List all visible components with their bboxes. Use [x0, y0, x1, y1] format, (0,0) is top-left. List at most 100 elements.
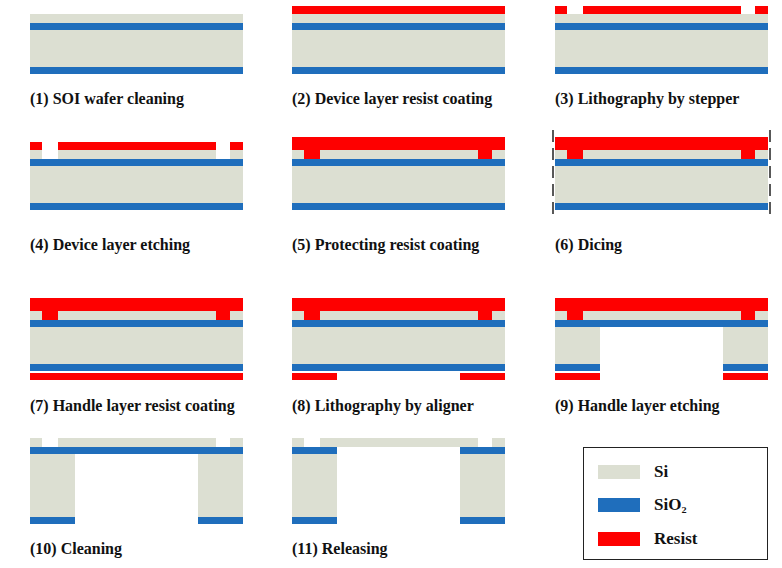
device-layer — [555, 150, 567, 159]
dicing-line — [552, 130, 554, 216]
device-layer — [320, 438, 478, 447]
bottom-oxide — [292, 364, 505, 371]
protect-resist — [567, 311, 583, 320]
step-caption: (2) Device layer resist coating — [292, 90, 492, 108]
handle-layer — [30, 454, 75, 517]
buried-oxide — [292, 159, 505, 166]
device-layer — [320, 311, 478, 320]
protect-resist — [741, 150, 755, 159]
handle-layer — [198, 454, 243, 517]
protect-resist — [30, 298, 243, 311]
bottom-oxide — [198, 517, 243, 524]
step-caption: (8) Lithography by aligner — [292, 397, 474, 415]
dicing-line — [769, 130, 771, 216]
device-layer — [58, 311, 216, 320]
legend-text: Resist — [654, 529, 697, 549]
device-layer — [58, 150, 216, 159]
buried-oxide — [292, 320, 505, 327]
bottom-resist — [723, 373, 768, 380]
buried-oxide — [555, 159, 768, 166]
protect-resist — [478, 150, 492, 159]
legend-text: Si — [654, 462, 668, 482]
device-layer — [492, 311, 505, 320]
device-layer — [30, 150, 42, 159]
bottom-oxide — [30, 203, 243, 210]
bottom-oxide — [30, 364, 243, 371]
step-caption: (4) Device layer etching — [30, 236, 190, 254]
bottom-oxide — [723, 364, 768, 371]
device-layer — [583, 311, 741, 320]
step-caption: (9) Handle layer etching — [555, 397, 720, 415]
buried-oxide — [30, 447, 243, 454]
top-resist — [555, 6, 567, 14]
bottom-oxide — [555, 67, 768, 74]
bottom-oxide — [555, 364, 600, 371]
step-caption: (6) Dicing — [555, 236, 622, 254]
protect-resist — [567, 150, 583, 159]
top-resist — [230, 142, 243, 150]
legend-swatch — [598, 498, 640, 512]
device-layer — [755, 311, 768, 320]
legend-swatch — [598, 532, 640, 546]
handle-layer — [30, 327, 243, 364]
protect-resist — [478, 311, 492, 320]
top-resist — [58, 142, 216, 150]
protect-resist — [304, 311, 320, 320]
protect-resist — [292, 298, 505, 311]
device-layer — [555, 311, 567, 320]
buried-oxide — [30, 320, 243, 327]
handle-layer — [555, 30, 768, 67]
handle-layer — [30, 30, 243, 67]
device-layer — [30, 438, 42, 447]
top-resist — [755, 6, 768, 14]
top-resist — [30, 142, 42, 150]
buried-oxide — [555, 23, 768, 30]
bottom-oxide — [30, 67, 243, 74]
protect-resist — [304, 150, 320, 159]
protect-resist — [555, 298, 768, 311]
device-layer — [292, 438, 304, 447]
top-resist — [583, 6, 741, 14]
legend-swatch — [598, 465, 640, 479]
device-layer — [492, 150, 505, 159]
legend-row: Si — [598, 462, 668, 482]
bottom-oxide — [555, 203, 768, 210]
protect-resist — [555, 137, 768, 150]
device-layer — [583, 150, 741, 159]
device-layer — [58, 438, 216, 447]
device-layer — [230, 150, 243, 159]
buried-oxide — [460, 447, 505, 454]
bottom-oxide — [292, 203, 505, 210]
step-caption: (1) SOI wafer cleaning — [30, 90, 184, 108]
handle-layer — [30, 166, 243, 203]
bottom-resist — [30, 373, 243, 380]
buried-oxide — [30, 159, 243, 166]
device-layer — [30, 311, 42, 320]
buried-oxide — [30, 23, 243, 30]
bottom-resist — [292, 373, 337, 380]
step-caption: (10) Cleaning — [30, 540, 122, 558]
handle-layer — [555, 166, 768, 203]
device-layer — [492, 438, 505, 447]
handle-layer — [292, 327, 505, 364]
step-caption: (5) Protecting resist coating — [292, 236, 479, 254]
top-resist — [292, 6, 505, 14]
handle-layer — [723, 327, 768, 364]
bottom-oxide — [292, 517, 337, 524]
legend-box: SiSiO₂Resist — [583, 447, 768, 560]
step-caption: (3) Lithography by stepper — [555, 90, 739, 108]
bottom-oxide — [30, 517, 75, 524]
handle-layer — [460, 454, 505, 517]
protect-resist — [42, 311, 58, 320]
handle-layer — [292, 30, 505, 67]
buried-oxide — [292, 23, 505, 30]
legend-row: Resist — [598, 529, 697, 549]
bottom-resist — [460, 373, 505, 380]
step-caption: (7) Handle layer resist coating — [30, 397, 235, 415]
protect-resist — [741, 311, 755, 320]
device-layer — [230, 311, 243, 320]
device-layer — [292, 150, 304, 159]
device-layer — [320, 150, 478, 159]
handle-layer — [292, 166, 505, 203]
device-layer — [555, 14, 768, 23]
